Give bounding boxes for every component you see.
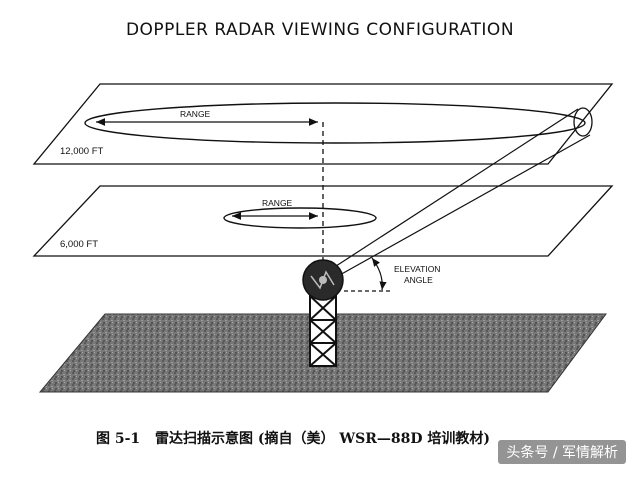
altitude-label-upper: 12,000 FT [60,146,103,157]
upper-plane [32,83,614,165]
source-watermark: 头条号 / 军情解析 [498,440,626,464]
figure-caption: 图 5-1 雷达扫描示意图 (摘自（美） WSR—88D 培训教材) [96,428,490,448]
elevation-angle-arc [371,257,387,291]
upper-scan-ellipse [84,102,586,144]
radar-tower [309,295,337,367]
range-label-lower: RANGE [262,198,293,208]
figure-number: 图 5-1 [96,431,141,447]
range-label-upper: RANGE [180,109,211,119]
lower-scan-ellipse [223,207,377,229]
beam-line-top [332,108,579,269]
figure-caption-text: 雷达扫描示意图 (摘自（美） WSR—88D 培训教材) [155,431,491,447]
radar-dome [302,259,344,301]
lower-plane [32,185,614,257]
elevation-label-line1: ELEVATION [394,264,440,274]
diagram-title: DOPPLER RADAR VIEWING CONFIGURATION [125,20,515,40]
beam-cross-section [573,107,593,137]
beam-line-bottom [337,134,591,277]
altitude-label-lower: 6,000 FT [60,239,98,250]
elevation-label-line2: ANGLE [404,275,433,285]
